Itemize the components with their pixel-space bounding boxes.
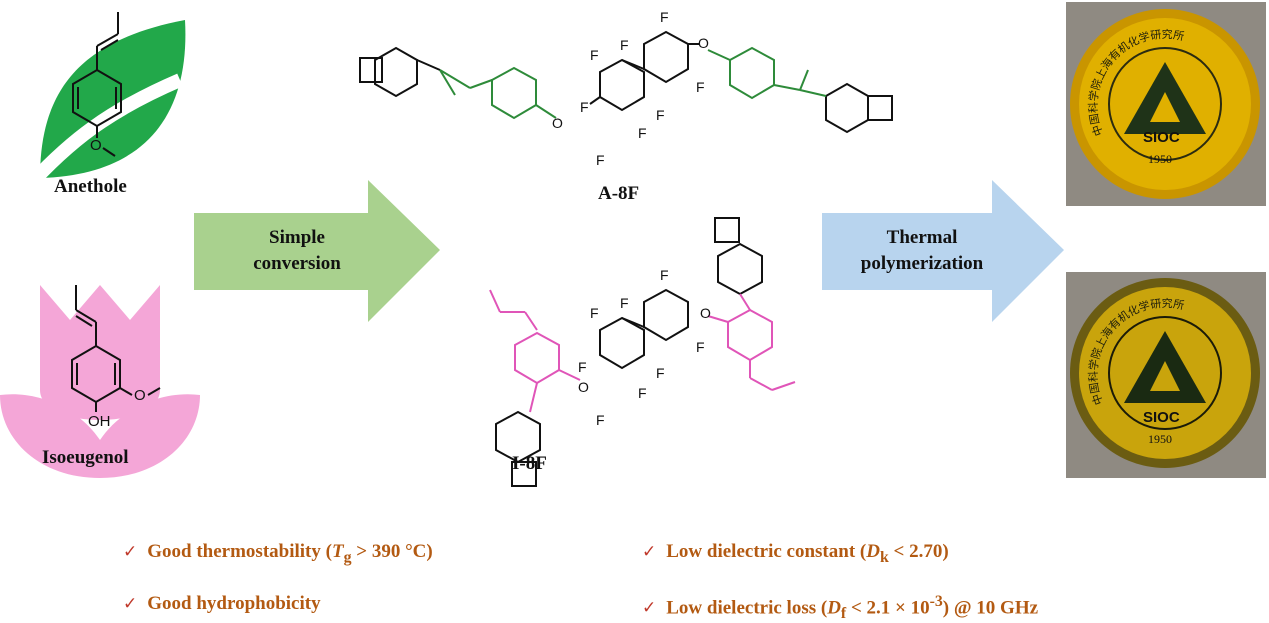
svg-text:O: O: [552, 115, 563, 131]
svg-text:F: F: [638, 125, 647, 141]
anethole-structure: [72, 12, 122, 157]
film-photo-top: [1066, 2, 1266, 206]
svg-text:F: F: [638, 385, 647, 401]
check-icon: ✓: [123, 594, 138, 614]
svg-text:F: F: [696, 79, 705, 95]
arrow-simple-conversion: [194, 180, 440, 322]
svg-text:F: F: [660, 9, 669, 25]
svg-text:F: F: [596, 412, 605, 428]
svg-text:F: F: [620, 295, 629, 311]
isoeugenol-label: Isoeugenol: [42, 447, 129, 468]
anethole-oxygen: O: [90, 137, 102, 154]
check-icon: ✓: [642, 542, 657, 562]
property-dielectric-constant: ✓Low dielectric constant (Dk < 2.70): [642, 541, 949, 566]
svg-text:F: F: [656, 365, 665, 381]
svg-text:O: O: [698, 35, 709, 51]
film-top-emblem: SIOC: [1143, 129, 1180, 146]
isoeugenol-hydroxyl: OH: [88, 413, 111, 430]
isoeugenol-tulip: [0, 285, 200, 478]
svg-text:F: F: [590, 305, 599, 321]
film-bottom-emblem: SIOC: [1143, 409, 1180, 426]
arrow-thermal-polymerization: [822, 180, 1064, 322]
svg-text:F: F: [590, 47, 599, 63]
anethole-leaf: [19, 20, 186, 195]
check-icon: ✓: [642, 598, 657, 619]
isoeugenol-structure: [71, 285, 161, 412]
svg-text:O: O: [578, 379, 589, 395]
svg-text:O: O: [700, 305, 711, 321]
film-bottom-year: 1950: [1148, 432, 1172, 446]
property-hydrophobicity: ✓Good hydrophobicity: [123, 593, 321, 614]
svg-text:F: F: [578, 359, 587, 375]
a8f-fluorines: F F F F F F F F O O: [552, 9, 709, 168]
film-top-year: 1950: [1148, 152, 1172, 166]
check-icon: ✓: [123, 542, 138, 562]
svg-text:F: F: [696, 339, 705, 355]
isoeugenol-oxygen: O: [134, 387, 146, 404]
svg-text:F: F: [620, 37, 629, 53]
svg-text:F: F: [580, 99, 589, 115]
svg-text:F: F: [660, 267, 669, 283]
a8f-label: A-8F: [598, 183, 640, 204]
i8f-structure: [489, 217, 796, 487]
svg-text:F: F: [596, 152, 605, 168]
anethole-label: Anethole: [54, 176, 127, 197]
i8f-label: I-8F: [512, 453, 547, 474]
a8f-structure: [359, 30, 893, 134]
i8f-fluorines: F F F F F F F F O O: [578, 267, 711, 428]
property-thermostability: ✓Good thermostability (Tg > 390 °C): [123, 541, 433, 566]
film-photo-bottom: [1066, 272, 1266, 478]
svg-text:F: F: [656, 107, 665, 123]
property-dielectric-loss: ✓Low dielectric loss (Df < 2.1 × 10-3) @…: [642, 593, 1039, 623]
